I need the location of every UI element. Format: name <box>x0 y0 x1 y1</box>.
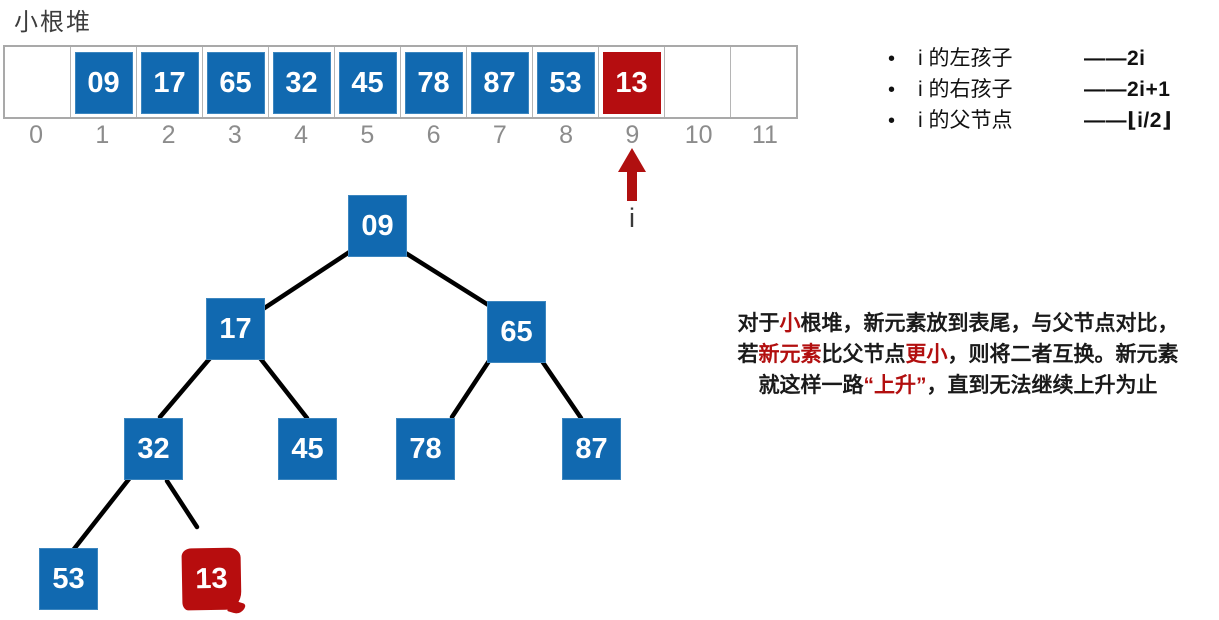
highlight-text: “上升” <box>863 374 927 397</box>
up-arrow-icon <box>618 148 646 172</box>
array-value: 78 <box>404 52 463 114</box>
tree-edge-09-65 <box>401 249 493 309</box>
plain-text: ，则将二者互换。新元素 <box>947 343 1179 366</box>
legend-formula: ——2i+1 <box>1084 78 1171 101</box>
explanation-line: 就这样一路“上升”，直到无法继续上升为止 <box>700 370 1216 401</box>
array-value: 09 <box>74 52 133 114</box>
highlight-text: 小 <box>779 312 801 335</box>
array-value: 13 <box>602 52 661 114</box>
plain-text: ，直到无法继续上升为止 <box>926 374 1158 397</box>
bullet-icon: • <box>888 79 896 101</box>
array-index-label: 0 <box>29 121 44 149</box>
legend-label: i 的右孩子 <box>918 78 1013 101</box>
legend-label: i 的左孩子 <box>918 47 1013 70</box>
array-index-label: 3 <box>227 121 242 149</box>
legend-row: • i 的右孩子 ——2i+1 <box>888 73 1172 104</box>
array-index-label: 11 <box>751 121 778 149</box>
legend-formula: ——⌊i/2⌋ <box>1084 109 1173 132</box>
array-index-label: 5 <box>360 121 375 149</box>
highlight-text: 更小 <box>905 343 948 366</box>
array-cell-6: 78 <box>401 47 467 117</box>
page-title: 小根堆 <box>14 9 92 36</box>
array-cell-1: 09 <box>71 47 137 117</box>
legend-formula: ——2i <box>1084 47 1146 70</box>
tree-node-45: 45 <box>278 418 337 480</box>
plain-text: 比父节点 <box>821 343 906 366</box>
array-value: 87 <box>470 52 529 114</box>
up-arrow-shaft <box>627 170 637 201</box>
tree-edge-65-87 <box>539 358 584 421</box>
legend-row: • i 的左孩子 ——2i <box>888 42 1172 73</box>
legend-row: • i 的父节点 ——⌊i/2⌋ <box>888 104 1172 135</box>
array-index-label: 1 <box>95 121 110 149</box>
tree-node-65: 65 <box>487 301 546 363</box>
bullet-icon: • <box>888 110 896 132</box>
tree-edge-17-32 <box>157 354 214 420</box>
array-cell-7: 87 <box>467 47 533 117</box>
array-cell-9: 13 <box>599 47 665 117</box>
tree-node-78: 78 <box>396 418 455 480</box>
tree-node-09: 09 <box>348 195 407 257</box>
legend-label: i 的父节点 <box>918 109 1013 132</box>
tree-edge-09-17 <box>260 248 354 312</box>
highlight-text: 新元素 <box>758 343 822 366</box>
tree-node-13: 13 <box>181 547 242 611</box>
array-value: 32 <box>272 52 331 114</box>
explanation-text: 对于小根堆，新元素放到表尾，与父节点对比，若新元素比父节点更小，则将二者互换。新… <box>700 308 1216 401</box>
plain-text: 若 <box>737 343 759 366</box>
tree-node-32: 32 <box>124 418 183 480</box>
plain-text: 就这样一路 <box>758 374 864 397</box>
tree-node-17: 17 <box>206 298 265 360</box>
array-index-label: 9 <box>625 121 640 149</box>
array-cell-4: 32 <box>269 47 335 117</box>
array-cell-2: 17 <box>137 47 203 117</box>
array-index-label: 6 <box>426 121 441 149</box>
explanation-line: 对于小根堆，新元素放到表尾，与父节点对比， <box>700 308 1216 339</box>
array-cell-0 <box>5 47 71 117</box>
array-index-label: 10 <box>684 121 713 149</box>
array-cell-11 <box>731 47 796 117</box>
array-cell-8: 53 <box>533 47 599 117</box>
array-value: 53 <box>536 52 595 114</box>
array-index-label: 8 <box>559 121 574 149</box>
array-index-label: 2 <box>161 121 176 149</box>
plain-text: 对于 <box>737 312 780 335</box>
array-index-row: 0 1 2 3 4 5 6 7 8 9 10 11 <box>3 121 798 150</box>
pointer-label-i: i <box>629 203 635 233</box>
bullet-icon: • <box>888 48 896 70</box>
tree-edge-17-45 <box>257 355 310 421</box>
tree-edge-65-78 <box>449 358 492 420</box>
tree-node-53: 53 <box>39 548 98 610</box>
array-value: 17 <box>140 52 199 114</box>
array-value: 65 <box>206 52 265 114</box>
array-index-label: 4 <box>294 121 309 149</box>
array-cell-3: 65 <box>203 47 269 117</box>
array-index-label: 7 <box>492 121 507 149</box>
array-value: 45 <box>338 52 397 114</box>
tree-edge-32-53 <box>71 476 132 552</box>
explanation-line: 若新元素比父节点更小，则将二者互换。新元素 <box>700 339 1216 370</box>
array-cell-5: 45 <box>335 47 401 117</box>
index-formula-list: • i 的左孩子 ——2i • i 的右孩子 ——2i+1 • i 的父节点 ——⌊i/2⌋ <box>888 42 1172 135</box>
tree-edge-32-13 <box>164 478 200 530</box>
array-cell-10 <box>665 47 731 117</box>
plain-text: 根堆，新元素放到表尾，与父节点对比， <box>800 312 1179 335</box>
tree-node-87: 87 <box>562 418 621 480</box>
